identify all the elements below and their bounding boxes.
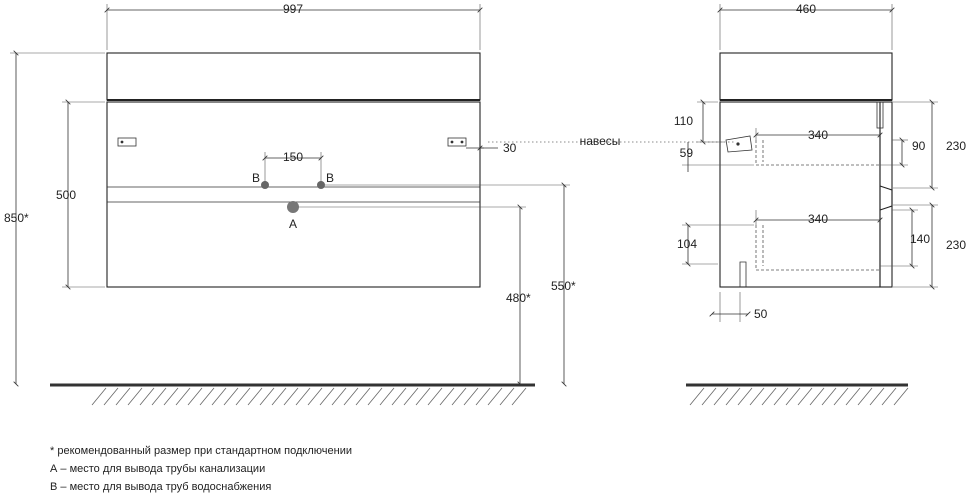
hatch-line (199, 387, 215, 406)
hatch-line (713, 387, 729, 406)
drawer2-front-label: 230 (946, 238, 966, 252)
hatch-line (689, 387, 705, 406)
hatch-line (475, 387, 491, 406)
hatch-line (235, 387, 251, 406)
side-leg-offset-label: 50 (754, 307, 768, 321)
hatch-line (857, 387, 873, 406)
upper-drawer-box (755, 140, 880, 166)
side-facade (879, 101, 893, 288)
hatch-line (809, 387, 825, 406)
note-a: А – место для вывода трубы канализации (50, 463, 266, 475)
hatch-line (845, 387, 861, 406)
hatch-line (869, 387, 885, 406)
front-width-label: 997 (283, 2, 303, 16)
hatch-line (463, 387, 479, 406)
notes: * рекомендованный размер при стандартном… (50, 442, 352, 496)
front-view: 997 850* 500 30 150 B B A 550* 480* (4, 2, 576, 406)
hatch-line (833, 387, 849, 406)
front-pipes-spacing-label: 150 (283, 150, 303, 164)
hatch-line (391, 387, 407, 406)
front-basin (106, 52, 481, 101)
side-hinge (725, 135, 753, 153)
hatch-line (379, 387, 395, 406)
front-bracket-label: 30 (503, 141, 517, 155)
hatch-line (247, 387, 263, 406)
hatch-line (283, 387, 299, 406)
hatch-line (773, 387, 789, 406)
hatch-line (355, 387, 371, 406)
hatch-line (295, 387, 311, 406)
front-height-label: 850* (4, 211, 29, 225)
water-pipe-left (261, 181, 269, 189)
hatch-line (797, 387, 813, 406)
hatch-line (163, 387, 179, 406)
drawer1-front-label: 230 (946, 139, 966, 153)
side-basin (719, 52, 893, 101)
front-floor-hatch (91, 387, 527, 406)
hatch-line (211, 387, 227, 406)
drawer1-inner-label: 90 (912, 139, 926, 153)
lower-drawer-box (755, 225, 880, 271)
hatch-line (725, 387, 741, 406)
front-water-height-label: 550* (551, 279, 576, 293)
hatch-line (103, 387, 119, 406)
front-cabinet (106, 101, 481, 288)
hatch-line (761, 387, 777, 406)
hatch-line (701, 387, 717, 406)
side-view: 460 навесы 110 59 340 90 230 340 (488, 2, 966, 406)
hinges-label: навесы (580, 134, 621, 148)
side-bottom-offset-label: 104 (677, 237, 697, 251)
hatch-line (223, 387, 239, 406)
technical-drawing: 997 850* 500 30 150 B B A 550* 480* (4, 2, 966, 406)
drain-pipe (287, 201, 299, 213)
drawer2-depth-label: 340 (808, 212, 828, 226)
note-b: В – место для вывода труб водоснабжения (50, 481, 272, 493)
hatch-line (127, 387, 143, 406)
hinge-bracket-right (447, 137, 467, 147)
water-label-left: B (252, 171, 260, 185)
side-floor-hatch (689, 387, 909, 406)
hatch-line (259, 387, 275, 406)
drain-label: A (289, 217, 297, 231)
hatch-line (139, 387, 155, 406)
water-pipe-right (317, 181, 325, 189)
hatch-line (271, 387, 287, 406)
hatch-line (115, 387, 131, 406)
hatch-line (91, 387, 107, 406)
front-drain-height-label: 480* (506, 291, 531, 305)
hatch-line (439, 387, 455, 406)
side-cabinet (719, 101, 881, 288)
hatch-line (331, 387, 347, 406)
hinge-bracket-left (117, 137, 137, 147)
hatch-line (427, 387, 443, 406)
hatch-line (451, 387, 467, 406)
front-facade-label: 500 (56, 188, 76, 202)
hatch-line (893, 387, 909, 406)
side-top-offset-label: 110 (674, 114, 693, 128)
hatch-line (307, 387, 323, 406)
hatch-line (785, 387, 801, 406)
hatch-line (499, 387, 515, 406)
hatch-line (367, 387, 383, 406)
hatch-line (175, 387, 191, 406)
hatch-line (821, 387, 837, 406)
hatch-line (151, 387, 167, 406)
drawer2-inner-label: 140 (910, 232, 930, 246)
note-asterisk: * рекомендованный размер при стандартном… (50, 445, 352, 457)
water-label-right: B (326, 171, 334, 185)
hatch-line (415, 387, 431, 406)
hatch-line (737, 387, 753, 406)
drawer1-depth-label: 340 (808, 128, 828, 142)
hatch-line (749, 387, 765, 406)
side-hinge-offset-label: 59 (680, 146, 694, 160)
hatch-line (403, 387, 419, 406)
hatch-line (881, 387, 897, 406)
hatch-line (487, 387, 503, 406)
hatch-line (187, 387, 203, 406)
hatch-line (343, 387, 359, 406)
hatch-line (319, 387, 335, 406)
hatch-line (511, 387, 527, 406)
side-depth-label: 460 (796, 2, 816, 16)
